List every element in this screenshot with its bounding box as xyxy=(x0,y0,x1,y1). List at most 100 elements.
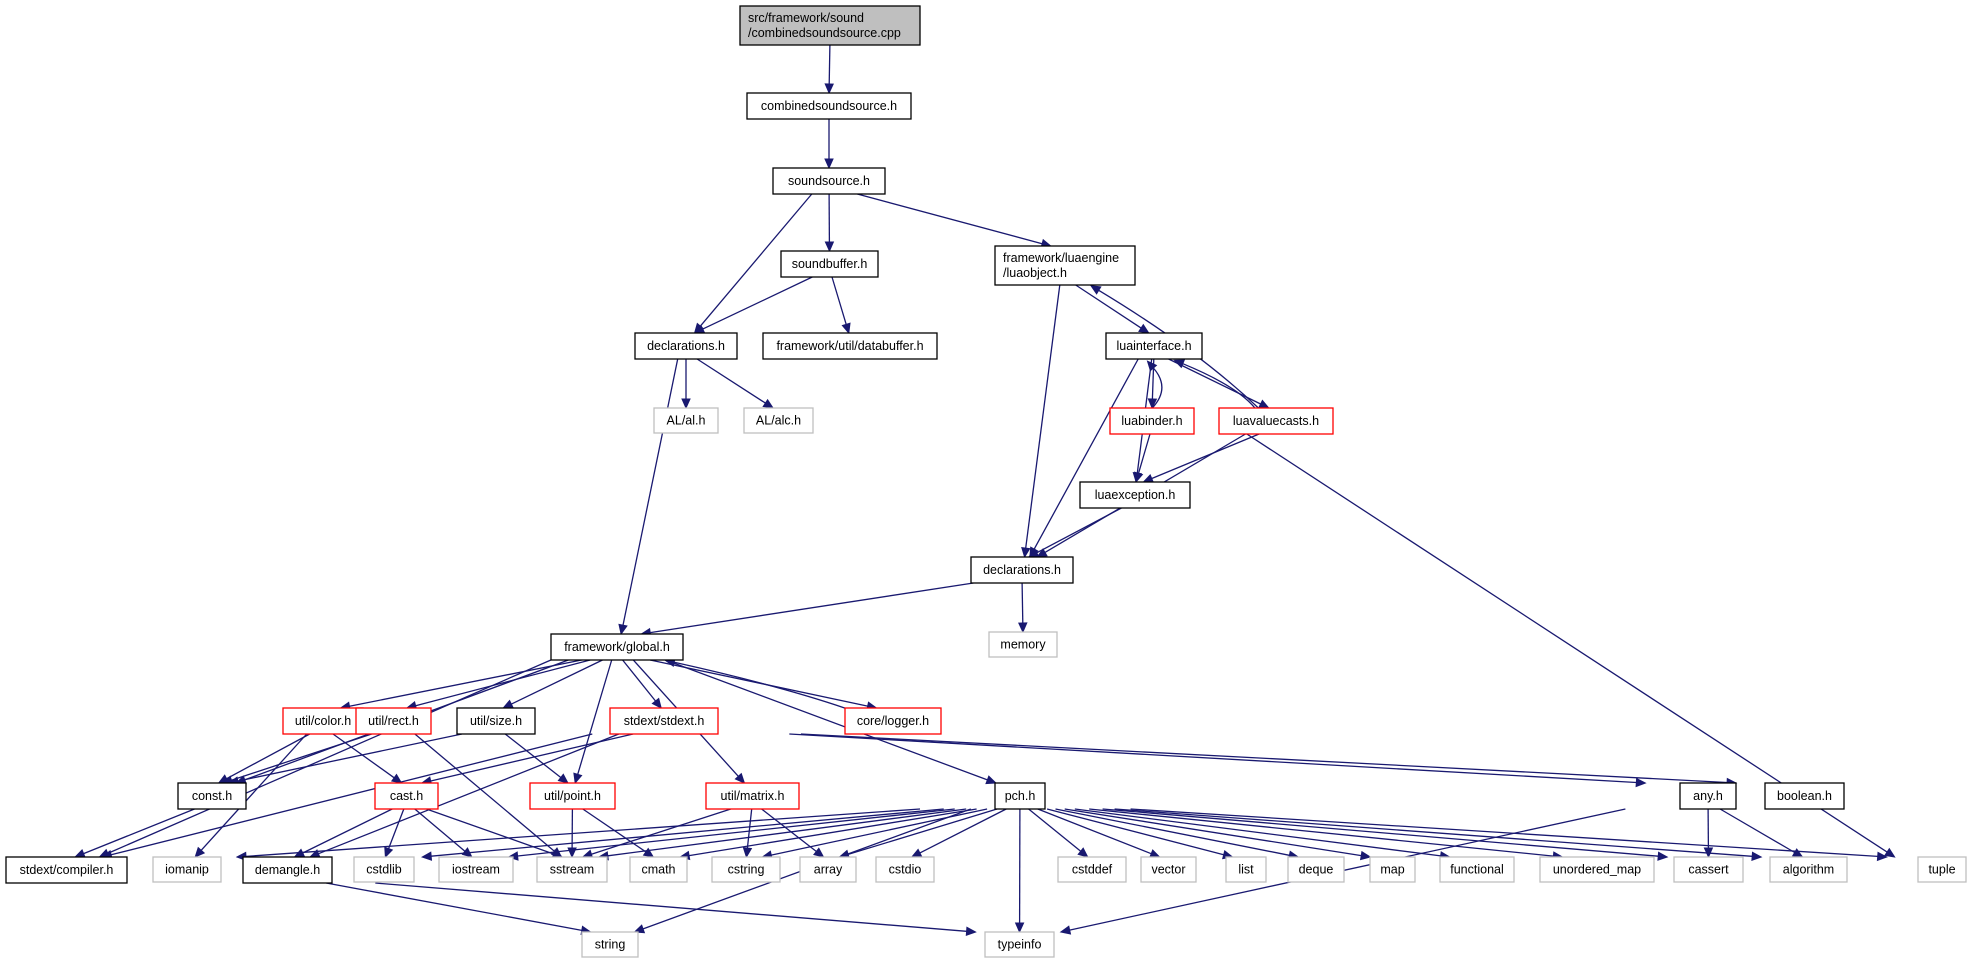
node-array: array xyxy=(799,856,857,883)
node-label: functional xyxy=(1450,863,1504,877)
node-box xyxy=(536,856,608,883)
node-label: cstring xyxy=(728,863,765,877)
node-unordered-map: unordered_map xyxy=(1539,856,1655,883)
node-label: util/size.h xyxy=(470,714,522,728)
node-label: framework/luaengine xyxy=(1003,251,1119,265)
edge-pch-to-deque xyxy=(1055,808,1300,860)
edge-pch-to-cstring xyxy=(761,808,988,860)
node-label: boolean.h xyxy=(1777,789,1832,803)
node-functional: functional xyxy=(1439,856,1515,883)
node-label: cast.h xyxy=(390,789,423,803)
node-box xyxy=(609,707,719,735)
edge-size-to-const xyxy=(227,733,463,786)
node-box xyxy=(762,332,938,360)
node-label: vector xyxy=(1151,863,1185,877)
node-box xyxy=(780,250,879,278)
node-label: cstdlib xyxy=(366,863,401,877)
node-box xyxy=(550,633,684,661)
node-databuffer[interactable]: framework/util/databuffer.h xyxy=(762,332,938,360)
node-combinedsoundsource[interactable]: combinedsoundsource.h xyxy=(746,92,912,120)
edge-matrix-to-array xyxy=(761,808,825,858)
edge-matrix-to-sstream xyxy=(581,808,732,859)
node-label: cmath xyxy=(641,863,675,877)
node-declarations-lua[interactable]: declarations.h xyxy=(970,556,1074,584)
node-box xyxy=(711,856,781,883)
node-label: array xyxy=(814,863,843,877)
node-box xyxy=(994,245,1136,286)
node-pch[interactable]: pch.h xyxy=(994,782,1046,810)
node-label: cstdio xyxy=(889,863,922,877)
node-luainterface[interactable]: luainterface.h xyxy=(1105,332,1203,360)
edge-pch-to-algorithm xyxy=(1114,808,1763,862)
node-label: deque xyxy=(1299,863,1334,877)
edge-luaobject-to-luainterface xyxy=(1075,284,1150,334)
node-matrix[interactable]: util/matrix.h xyxy=(705,782,800,810)
node-demangle[interactable]: demangle.h xyxy=(242,856,333,884)
edge-soundbuffer-to-declarations_sound xyxy=(693,276,813,334)
node-luabinder[interactable]: luabinder.h xyxy=(1109,407,1195,435)
edge-pch-to-tuple xyxy=(1130,808,1888,862)
node-size[interactable]: util/size.h xyxy=(456,707,536,735)
node-point[interactable]: util/point.h xyxy=(529,782,616,810)
node-typeinfo: typeinfo xyxy=(984,931,1055,958)
edge-luabinder-to-luaexception xyxy=(1134,433,1151,484)
edge-matrix-to-cstring xyxy=(742,808,753,859)
edge-combinedsoundsource-to-soundsource xyxy=(824,119,834,170)
node-compiler[interactable]: stdext/compiler.h xyxy=(5,856,128,884)
node-box xyxy=(629,856,688,883)
node-label: util/rect.h xyxy=(368,714,419,728)
edge-color-to-cast xyxy=(332,733,403,784)
edge-any-to-algorithm xyxy=(1719,808,1804,858)
edge-stdext-to-cast xyxy=(420,733,634,786)
node-global[interactable]: framework/global.h xyxy=(550,633,684,661)
node-label: typeinfo xyxy=(998,938,1042,952)
node-box xyxy=(1225,856,1267,883)
node-root[interactable]: src/framework/sound/combinedsoundsource.… xyxy=(739,5,921,46)
node-box xyxy=(374,782,439,810)
node-const[interactable]: const.h xyxy=(177,782,247,810)
node-boolean[interactable]: boolean.h xyxy=(1764,782,1845,810)
node-declarations-sound[interactable]: declarations.h xyxy=(634,332,738,360)
edge-declarations_sound-to-alc xyxy=(696,358,775,409)
node-box xyxy=(152,856,222,883)
edge-any-to-cassert xyxy=(1703,808,1714,859)
edge-pch-to-typeinfo xyxy=(1014,808,1025,934)
edge-rect-to-const xyxy=(221,733,372,785)
node-luaexception[interactable]: luaexception.h xyxy=(1079,481,1191,509)
node-label: AL/al.h xyxy=(667,414,706,428)
node-rect[interactable]: util/rect.h xyxy=(355,707,432,735)
node-color[interactable]: util/color.h xyxy=(282,707,364,735)
node-any[interactable]: any.h xyxy=(1679,782,1737,810)
edge-pch-to-cstdlib xyxy=(420,808,944,861)
node-luavaluecasts[interactable]: luavaluecasts.h xyxy=(1218,407,1334,435)
edge-global-to-point xyxy=(573,659,613,785)
node-soundsource[interactable]: soundsource.h xyxy=(772,167,886,195)
node-stdext[interactable]: stdext/stdext.h xyxy=(609,707,719,735)
edge-pch-to-unordered_map xyxy=(1089,808,1564,861)
edge-const-to-compiler xyxy=(74,808,195,858)
node-cstddef: cstddef xyxy=(1057,856,1127,883)
edge-root-to-combinedsoundsource xyxy=(824,44,834,95)
node-soundbuffer[interactable]: soundbuffer.h xyxy=(780,250,879,278)
node-label: soundsource.h xyxy=(788,174,870,188)
node-label: luainterface.h xyxy=(1116,339,1191,353)
node-box xyxy=(1105,332,1203,360)
node-label: util/point.h xyxy=(544,789,601,803)
edge-soundbuffer-to-databuffer xyxy=(831,276,851,335)
node-label: iostream xyxy=(452,863,500,877)
edge-size-to-point xyxy=(504,733,569,784)
node-box xyxy=(739,5,921,46)
edge-luaobject-to-declarations_lua xyxy=(1021,284,1061,559)
node-luaobject[interactable]: framework/luaengine/luaobject.h xyxy=(994,245,1136,286)
node-box xyxy=(1369,856,1416,883)
node-cast[interactable]: cast.h xyxy=(374,782,439,810)
node-label: /combinedsoundsource.cpp xyxy=(748,26,901,40)
node-label: unordered_map xyxy=(1553,863,1641,877)
node-cstring: cstring xyxy=(711,856,781,883)
edge-soundsource-to-soundbuffer xyxy=(824,193,835,253)
node-box xyxy=(984,931,1055,958)
node-label: pch.h xyxy=(1005,789,1036,803)
edge-demangle-to-string xyxy=(326,882,592,935)
node-logger[interactable]: core/logger.h xyxy=(844,707,942,735)
node-box xyxy=(1287,856,1345,883)
